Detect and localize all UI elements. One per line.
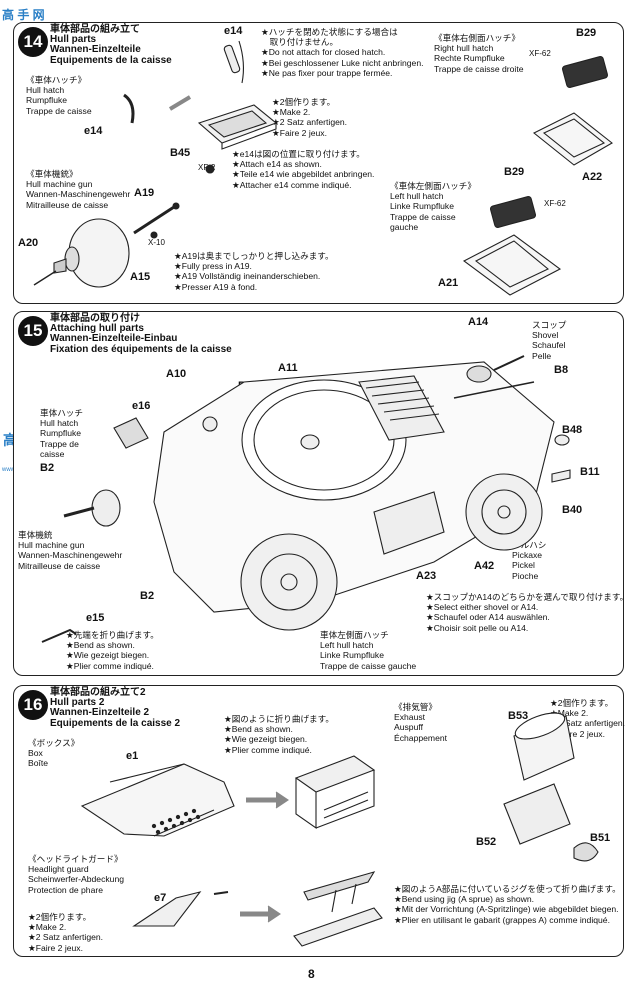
label-e1: e1 <box>126 750 139 762</box>
label-b2-top: B2 <box>40 462 55 474</box>
hull-gun-label: 車体機銃 Hull machine gun Wannen-Maschinenge… <box>18 530 123 571</box>
shovel-label: スコップ Shovel Schaufel Pelle <box>532 320 567 361</box>
hull-gun-caption: 《車体機銃》 Hull machine gun Wannen-Maschinen… <box>26 169 131 210</box>
label-e14-left: e14 <box>84 125 103 137</box>
label-a21: A21 <box>438 277 459 289</box>
label-xf62-right: XF-62 <box>529 49 551 58</box>
step-15-title: 車体部品の取り付け Attaching hull parts Wannen-Ei… <box>50 313 232 355</box>
step-number-15: 15 <box>18 316 48 346</box>
watermark-top: 高 手 网 <box>2 8 45 22</box>
label-b29-right: B29 <box>576 27 597 39</box>
label-e7: e7 <box>154 892 167 904</box>
box-bend-note: ★図のように折り曲げます。 ★Bend as shown. ★Wie gezei… <box>224 714 334 755</box>
pickaxe-label: ツルハシ Pickaxe Pickel Pioche <box>512 540 547 581</box>
label-a15: A15 <box>130 271 151 283</box>
step-16-panel: 16 車体部品の組み立て2 Hull parts 2 Wannen-Einzel… <box>13 685 625 957</box>
label-a10: A10 <box>166 368 187 380</box>
box-caption: 《ボックス》 Box Boîte <box>28 738 80 769</box>
label-b2-bottom: B2 <box>140 590 155 602</box>
step-14-title: 車体部品の組み立て Hull parts Wannen-Einzelteile … <box>50 24 172 66</box>
step-14-drawings <box>33 40 613 296</box>
label-a19: A19 <box>134 187 155 199</box>
guard-make-two-note: ★2個作ります。 ★Make 2. ★2 Satz anfertigen. ★F… <box>28 912 104 953</box>
label-x10: X-10 <box>148 238 165 247</box>
label-b48: B48 <box>562 424 583 436</box>
bend-note-15: ★先端を折り曲げます。 ★Bend as shown. ★Wie gezeigt… <box>66 630 159 671</box>
closed-hatch-note: ★ハッチを閉めた状態にする場合は 取り付けません。 ★Do not attach… <box>261 27 424 78</box>
select-shovel-note: ★スコップかA14のどちらかを選んで取り付けます。 ★Select either… <box>426 592 629 633</box>
label-a22: A22 <box>582 171 603 183</box>
hull-hatch-label: 車体ハッチ Hull hatch Rumpfluke Trappe de cai… <box>40 408 83 459</box>
left-hatch-label: 車体左側面ハッチ Left hull hatch Linke Rumpfluke… <box>320 630 417 671</box>
label-b29-left: B29 <box>504 166 525 178</box>
page-number: 8 <box>308 967 315 981</box>
label-b45: B45 <box>170 147 191 159</box>
label-b53: B53 <box>508 710 529 722</box>
label-e16: e16 <box>132 400 151 412</box>
make-two-note: ★2個作ります。 ★Make 2. ★2 Satz anfertigen. ★F… <box>272 97 348 138</box>
step-15-panel: 15 車体部品の取り付け Attaching hull parts Wannen… <box>13 311 628 676</box>
step-16-drawings <box>80 712 599 947</box>
label-b51: B51 <box>590 832 611 844</box>
exhaust-caption: 《排気管》 Exhaust Auspuff Échappement <box>394 702 448 743</box>
label-a42: A42 <box>474 560 495 572</box>
label-b11: B11 <box>580 466 600 478</box>
label-a23: A23 <box>416 570 437 582</box>
step-16-title: 車体部品の組み立て2 Hull parts 2 Wannen-Einzeltei… <box>50 687 181 729</box>
jig-bend-note: ★図のようA部品に付いているジグを使って折り曲げます。 ★Bend using … <box>394 884 621 925</box>
label-b52: B52 <box>476 836 497 848</box>
press-a19-note: ★A19は奥までしっかりと押し込みます。 ★Fully press in A19… <box>174 251 334 292</box>
step-14-panel: 14 車体部品の組み立て Hull parts Wannen-Einzeltei… <box>13 22 624 304</box>
headlight-guard-caption: 《ヘッドライトガード》 Headlight guard Scheinwerfer… <box>28 854 125 895</box>
label-e14-top: e14 <box>224 25 243 37</box>
step-15-hull-drawing <box>41 355 571 643</box>
label-a14: A14 <box>468 316 489 328</box>
hull-hatch-caption: 《車体ハッチ》 Hull hatch Rumpfluke Trappe de c… <box>26 75 92 116</box>
label-xf62-left: XF-62 <box>544 199 566 208</box>
right-hatch-caption: 《車体右側面ハッチ》 Right hull hatch Rechte Rumpf… <box>434 33 524 74</box>
label-a20: A20 <box>18 237 39 249</box>
label-a11: A11 <box>278 362 298 374</box>
attach-e14-note: ★e14は図の位置に取り付けます。 ★Attach e14 as shown. … <box>232 149 375 190</box>
left-hatch-caption: 《車体左側面ハッチ》 Left hull hatch Linke Rumpflu… <box>390 181 476 232</box>
label-b8: B8 <box>554 364 569 376</box>
step-number-16: 16 <box>18 690 48 720</box>
label-b40: B40 <box>562 504 583 516</box>
step-number-14: 14 <box>18 27 48 57</box>
label-e15: e15 <box>86 612 105 624</box>
